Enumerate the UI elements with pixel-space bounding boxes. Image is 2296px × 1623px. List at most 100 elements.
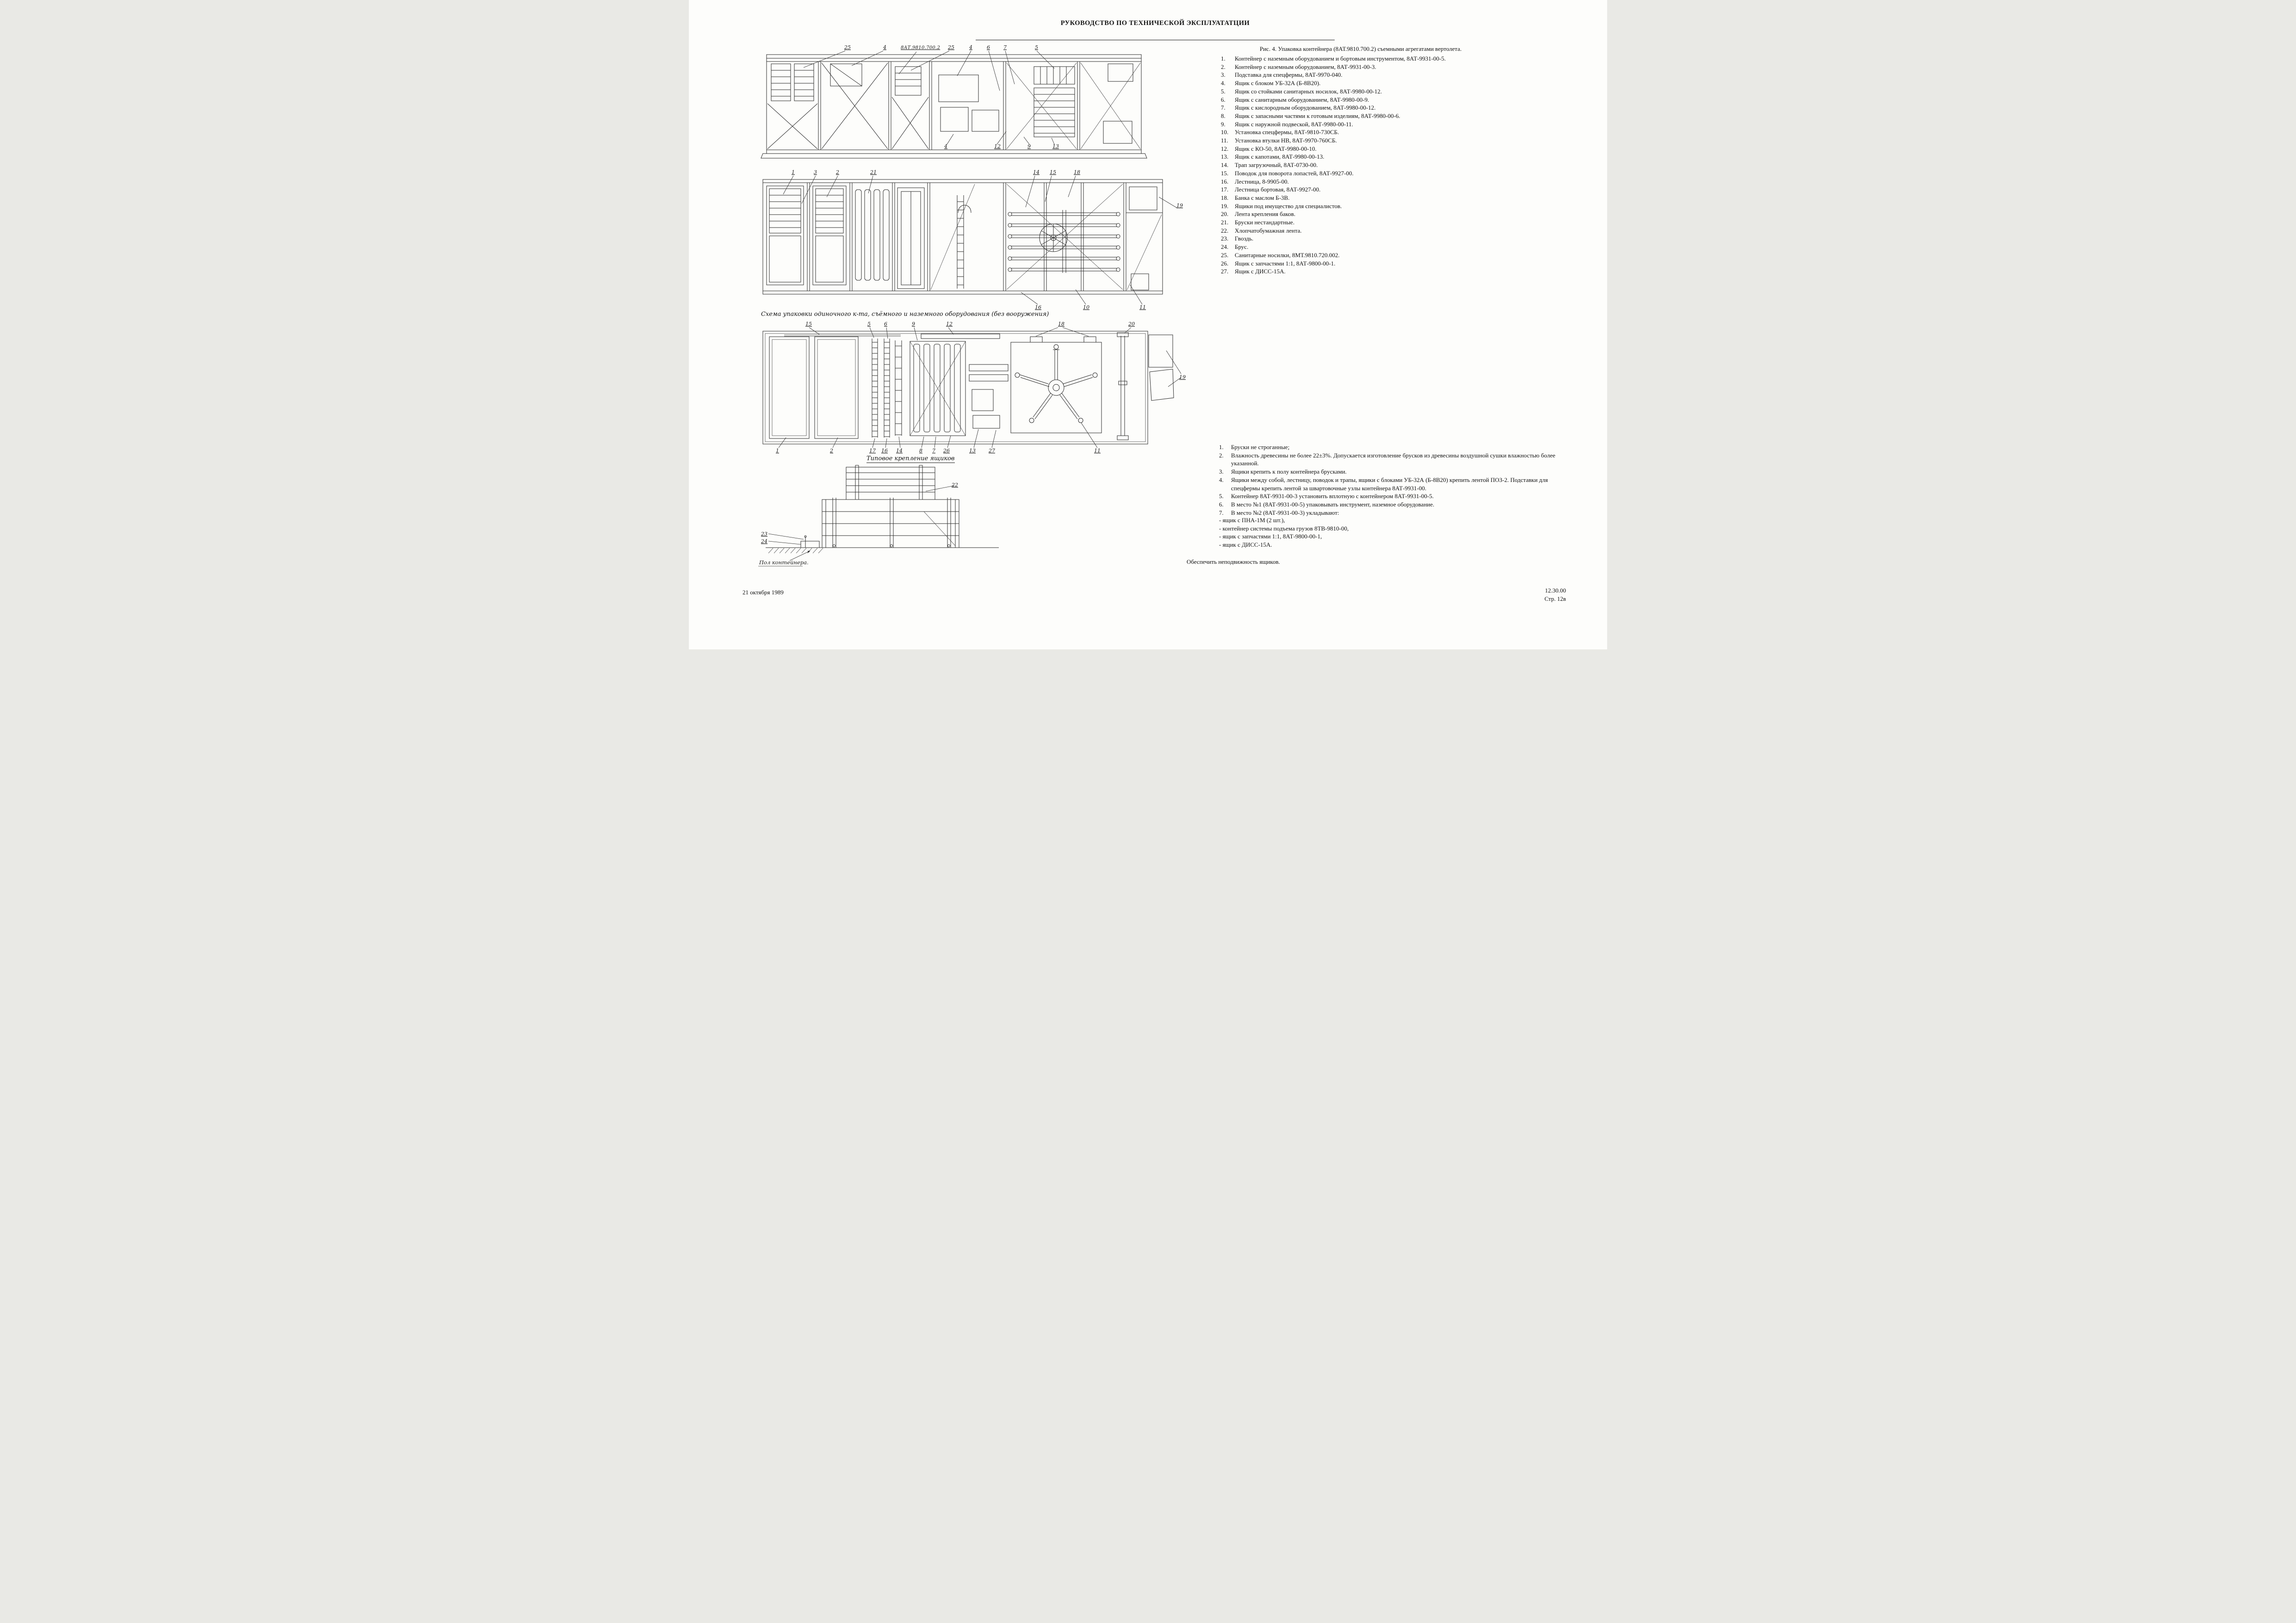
note-item: 6. В место №1 (8АТ-9931-00-5) упаковыват… <box>1219 500 1563 509</box>
legend-item-text: Бруски нестандартные. <box>1235 219 1295 226</box>
callout-label: 13 <box>969 448 976 454</box>
note-item-number: 1. <box>1219 444 1224 450</box>
box-fastening-drawing: 22 23 24 Пол контейнера. <box>758 465 999 567</box>
note-item: 4. Ящики между собой, лестницу, поводок … <box>1219 476 1563 492</box>
legend-item-number: 19. <box>1221 202 1229 210</box>
legend-item-text: Лестница, 8-9905-00. <box>1235 178 1289 185</box>
legend-item-number: 18. <box>1221 194 1229 201</box>
note-item: 1. Бруски не строганные; <box>1219 443 1563 451</box>
footer-page-number: Стр. 12в <box>1544 595 1566 602</box>
note-item: 7. В место №2 (8АТ-9931-00-3) укладывают… <box>1219 509 1563 517</box>
legend-item: 24. Брус. <box>1221 243 1563 251</box>
legend-item-number: 2. <box>1221 63 1225 70</box>
callout-label: 11 <box>1094 448 1101 454</box>
legend-item-number: 26. <box>1221 259 1229 267</box>
note-item-number: 5. <box>1219 493 1224 500</box>
callout-label: 10 <box>1083 304 1089 310</box>
callout-label: 1 <box>792 169 795 175</box>
legend-item-number: 20. <box>1221 210 1229 218</box>
legend-item: 7. Ящик с кислородным оборудованием, 8АТ… <box>1221 104 1563 112</box>
legend-item-text: Санитарные носилки, 8МТ.9810.720.002. <box>1235 251 1340 259</box>
legend-item-number: 1. <box>1221 55 1225 62</box>
legend-item-text: Ящик с капотами, 8АТ-9980-00-13. <box>1235 153 1324 160</box>
legend-item-text: Ящик с ДИСС-15А. <box>1235 268 1286 275</box>
legend-item-text: Лента крепления баков. <box>1235 210 1296 218</box>
legend-item-text: Гвоздь. <box>1235 235 1254 242</box>
callout-label: 16 <box>1035 304 1041 310</box>
legend-item-number: 24. <box>1221 243 1229 251</box>
legend-item: 19. Ящики под имущество для специалистов… <box>1221 202 1563 210</box>
legend-item: 25. Санитарные носилки, 8МТ.9810.720.002… <box>1221 251 1563 259</box>
legend-item-number: 22. <box>1221 227 1229 234</box>
callout-label: 15 <box>805 321 812 327</box>
callout-label: 20 <box>1128 321 1135 327</box>
note-item-text: Ящики крепить к полу контейнера брусками… <box>1231 468 1347 475</box>
legend-item-text: Ящик со стойками санитарных носилок, 8АТ… <box>1235 87 1382 95</box>
legend-item: 26. Ящик с запчастями 1:1, 8АТ-9800-00-1… <box>1221 259 1563 268</box>
legend-item-text: Контейнер с наземным оборудованием и бор… <box>1235 55 1446 62</box>
legend-item-number: 12. <box>1221 145 1229 152</box>
container-side-drawing: 1 3 2 21 14 15 18 19 16 10 11 <box>762 169 1183 310</box>
callout-label: 9 <box>1027 143 1031 149</box>
callout-label: 13 <box>1052 143 1059 149</box>
note-item-text: В место №1 (8АТ-9931-00-5) упаковывать и… <box>1231 500 1435 508</box>
note-item: 2. Влажность древесины не более 22±3%. Д… <box>1219 451 1563 468</box>
legend-item: 5. Ящик со стойками санитарных носилок, … <box>1221 87 1563 96</box>
legend-item-number: 13. <box>1221 153 1229 160</box>
footer-date: 21 октября 1989 <box>743 589 784 596</box>
fastening-title: Типовое крепление ящиков <box>866 455 955 463</box>
callout-label: 1 <box>776 448 779 454</box>
legend-item-text: Установка втулки НВ, 8АТ-9970-760СБ. <box>1235 137 1337 144</box>
legend-item-text: Банка с маслом Б-3В. <box>1235 194 1290 201</box>
legend-item-text: Установка спецфермы, 8АТ-9810-730СБ. <box>1235 129 1339 136</box>
legend-item-text: Ящик с запасными частями к готовым издел… <box>1235 112 1400 119</box>
legend-item-number: 16. <box>1221 178 1229 185</box>
note-item-text: Контейнер 8АТ-9931-00-3 установить вплот… <box>1231 493 1434 500</box>
packing-scheme-title: Схема упаковки одиночного к-та, съёмного… <box>761 311 1049 318</box>
callout-label: 5 <box>867 321 871 327</box>
callout-label: 2 <box>829 448 833 454</box>
legend-item: 2. Контейнер с наземным оборудованием, 8… <box>1221 63 1563 71</box>
callout-label: 12 <box>994 143 1001 149</box>
legend-item-number: 17. <box>1221 186 1229 193</box>
legend-item-text: Ящик с КО-50, 8АТ-9980-00-10. <box>1235 145 1317 152</box>
legend-item: 11. Установка втулки НВ, 8АТ-9970-760СБ. <box>1221 136 1563 145</box>
legend-item-text: Ящики под имущество для специалистов. <box>1235 202 1342 210</box>
callout-label: 26 <box>943 448 950 454</box>
legend-item-text: Хлопчатобумажная лента. <box>1235 227 1302 234</box>
note-dash-item: - ящик с ДИСС-15А. <box>1219 541 1272 549</box>
container-elevation-drawing: 25 4 8АТ.9810.700.2 25 4 6 7 5 4 12 9 13 <box>761 44 1147 159</box>
callout-label: 14 <box>1033 169 1040 175</box>
note-item-number: 2. <box>1219 451 1224 459</box>
legend-item-number: 15. <box>1221 169 1229 177</box>
legend-item: 17. Лестница бортовая, 8АТ-9927-00. <box>1221 185 1563 194</box>
legend-item-text: Ящик с наружной подвеской, 8АТ-9980-00-1… <box>1235 120 1353 128</box>
footer-reference: 12.30.00 Стр. 12в <box>1473 586 1566 603</box>
legend-item-text: Лестница бортовая, 8АТ-9927-00. <box>1235 186 1321 193</box>
manual-page: РУКОВОДСТВО ПО ТЕХНИЧЕСКОЙ ЭКСПЛУАТАТЦИИ… <box>689 0 1607 649</box>
callout-label: 18 <box>1058 321 1064 327</box>
legend-item-text: Ящик с санитарным оборудованием, 8АТ-998… <box>1235 96 1369 103</box>
legend-item: 3. Подставка для спецфермы, 8АТ-9970-040… <box>1221 71 1563 79</box>
legend-item: 18. Банка с маслом Б-3В. <box>1221 194 1563 202</box>
legend-item: 22. Хлопчатобумажная лента. <box>1221 227 1563 235</box>
legend-item-number: 11. <box>1221 137 1228 144</box>
note-item: 5. Контейнер 8АТ-9931-00-3 установить вп… <box>1219 492 1563 500</box>
callout-label: 19 <box>1176 203 1183 209</box>
part-number-label: 8АТ.9810.700.2 <box>901 45 940 50</box>
callout-label: 15 <box>1050 169 1056 175</box>
legend-item-number: 9. <box>1221 120 1225 128</box>
figure-legend: 1. Контейнер с наземным оборудованием и … <box>1221 55 1563 276</box>
callout-label: 24 <box>761 538 767 544</box>
legend-item: 6. Ящик с санитарным оборудованием, 8АТ-… <box>1221 96 1563 104</box>
legend-item: 4. Ящик с блоком УБ-32А (Б-8В20). <box>1221 79 1563 87</box>
note-item: 3. Ящики крепить к полу контейнера бруск… <box>1219 468 1563 476</box>
legend-item-text: Ящик с блоком УБ-32А (Б-8В20). <box>1235 80 1321 87</box>
callout-label: 8 <box>919 448 922 454</box>
callout-label: 25 <box>947 44 954 50</box>
callout-label: 7 <box>1003 44 1007 50</box>
note-item-text: Ящики между собой, лестницу, поводок и т… <box>1231 476 1548 492</box>
packing-scheme-drawing: 15 5 6 9 12 18 20 19 1 2 17 16 14 8 7 26… <box>762 321 1186 454</box>
callout-label: 7 <box>932 448 935 454</box>
callout-label: 14 <box>896 448 903 454</box>
